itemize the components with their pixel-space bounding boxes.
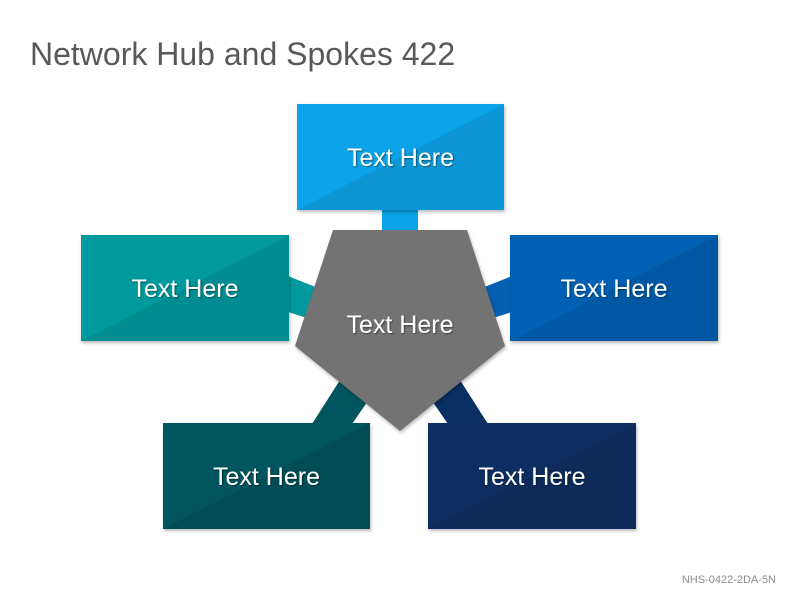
spoke-label-top: Text Here — [347, 144, 454, 172]
spoke-right[interactable]: Text Here — [510, 235, 718, 341]
page-title: Network Hub and Spokes 422 — [30, 36, 456, 72]
spoke-label-left: Text Here — [132, 275, 239, 303]
hub[interactable]: Text Here — [295, 230, 505, 431]
spoke-label-right: Text Here — [561, 275, 668, 303]
document-code: NHS-0422-2DA-5N — [681, 574, 776, 586]
spoke-left[interactable]: Text Here — [81, 235, 289, 341]
hub-pentagon — [295, 230, 505, 431]
spoke-top[interactable]: Text Here — [297, 104, 504, 210]
hub-label: Text Here — [347, 311, 454, 339]
spoke-bottom-right[interactable]: Text Here — [428, 423, 636, 529]
spoke-bottom-left[interactable]: Text Here — [163, 423, 370, 529]
spoke-label-bottom-left: Text Here — [213, 463, 320, 491]
spoke-label-bottom-right: Text Here — [479, 463, 586, 491]
